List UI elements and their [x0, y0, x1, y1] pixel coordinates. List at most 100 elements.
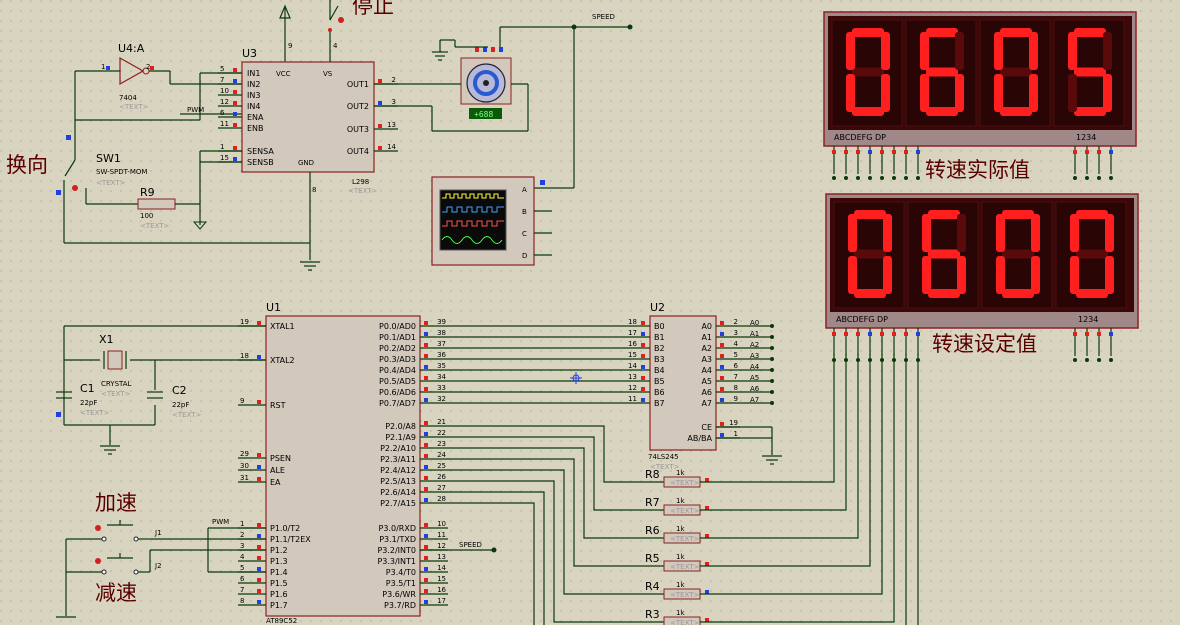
oscilloscope[interactable]: A B C D: [431, 176, 552, 266]
slow-down-button-j2[interactable]: J2: [95, 553, 162, 575]
pin-marker: [892, 150, 896, 154]
pin-marker: [641, 398, 645, 402]
svg-text:VCC: VCC: [276, 70, 291, 78]
bus-label: A2: [750, 341, 759, 349]
u1-pin-name: RST: [270, 401, 286, 410]
u1-pin-num: 13: [437, 553, 446, 561]
dc-motor[interactable]: +688: [460, 47, 512, 119]
segment-g: [926, 67, 958, 77]
u1-pin-name: P1.7: [270, 601, 288, 610]
label-slow-down: 减速: [95, 581, 137, 605]
segment-wire: [700, 354, 835, 483]
scope-channel-c: C: [522, 230, 527, 238]
segment-g: [1002, 249, 1034, 259]
pin-marker: [233, 90, 237, 94]
bus-terminal: [770, 379, 774, 383]
u2-pin-num: 13: [628, 373, 637, 381]
display-terminal: [1097, 358, 1101, 362]
segment-f: [848, 214, 857, 252]
pin-marker: [1073, 332, 1077, 336]
u4a-part: 7404: [119, 94, 137, 102]
pin-marker: [378, 146, 382, 150]
speed-up-button-j1[interactable]: J1: [95, 520, 162, 542]
capacitor-c2[interactable]: C2 22pF <TEXT>: [147, 384, 202, 419]
pin-marker: [424, 354, 428, 358]
resistor-value: 1k: [676, 609, 685, 617]
pin-marker: [233, 123, 237, 127]
resistor-ref: R3: [645, 608, 660, 621]
pin-marker: [257, 355, 261, 359]
resistor-value: 1k: [676, 525, 685, 533]
segment-a: [852, 28, 884, 37]
u3-pin-name: OUT3: [347, 125, 369, 134]
resistor-value: 1k: [676, 581, 685, 589]
u1-pin-num: 4: [240, 553, 245, 561]
u1-pin-name: P1.2: [270, 546, 288, 555]
u2-pin-name: A3: [701, 355, 712, 364]
pin-marker: [705, 534, 709, 538]
stop-switch[interactable]: 4: [328, 0, 344, 62]
cursor-crosshair-icon: [570, 372, 582, 384]
resistor-ref: R8: [645, 468, 660, 481]
bus-terminal: [770, 368, 774, 372]
u1-pin-num: 11: [437, 531, 446, 539]
u3-pin-num: 1: [220, 143, 224, 151]
segment-c: [1103, 74, 1112, 112]
u1-pin-num: 39: [437, 318, 446, 326]
display-terminal: [880, 176, 884, 180]
segment-d: [926, 107, 958, 116]
resistor-value: 1k: [676, 497, 685, 505]
segment-a: [1000, 28, 1032, 37]
u1-pin-name: P3.5/T1: [386, 579, 416, 588]
crystal-x1[interactable]: X1 CRYSTAL <TEXT>: [99, 333, 132, 398]
u3-pin-num: 13: [387, 121, 396, 129]
display-terminal: [904, 176, 908, 180]
pin-marker: [424, 332, 428, 336]
pin-marker: [892, 332, 896, 336]
u3-part: L298: [352, 178, 369, 186]
bus-terminal: [770, 324, 774, 328]
pin-marker: [424, 454, 428, 458]
u3-pin-num: 7: [220, 76, 224, 84]
segment-c: [1029, 74, 1038, 112]
bus-label: A3: [750, 352, 759, 360]
display-terminal: [868, 176, 872, 180]
power-terminal[interactable]: 9: [279, 4, 292, 62]
u1-pin-num: 7: [240, 586, 244, 594]
segment-e: [1068, 74, 1077, 112]
pin-marker: [844, 150, 848, 154]
bus-terminal: [770, 401, 774, 405]
u1-part: AT89C52: [266, 617, 297, 625]
pin-marker: [641, 343, 645, 347]
resistor-r9[interactable]: R9 100 <TEXT>: [137, 186, 200, 230]
u3-pin-num: 14: [387, 143, 396, 151]
u1-pin-num: 26: [437, 473, 446, 481]
pin-marker: [641, 387, 645, 391]
capacitor-c1[interactable]: C1 22pF <TEXT>: [56, 382, 110, 417]
u1-pin-name: EA: [270, 478, 281, 487]
segment-pin-labels: ABCDEFG DP: [834, 133, 886, 142]
j2-ref: J2: [154, 562, 162, 570]
c2-ref: C2: [172, 384, 187, 397]
segment-d: [1000, 107, 1032, 116]
pin-marker: [705, 478, 709, 482]
pin-marker: [233, 101, 237, 105]
reverse-switch-sw1[interactable]: SW1 SW-SPDT-MOM <TEXT>: [56, 135, 147, 195]
segment-c: [883, 256, 892, 294]
pwm-net-label-top: PWM: [187, 106, 204, 114]
u1-pin-num: 27: [437, 484, 446, 492]
u1-pin-name: P1.3: [270, 557, 288, 566]
display-terminal: [904, 358, 908, 362]
segment-g: [928, 249, 960, 259]
svg-text:<TEXT>: <TEXT>: [96, 179, 126, 187]
